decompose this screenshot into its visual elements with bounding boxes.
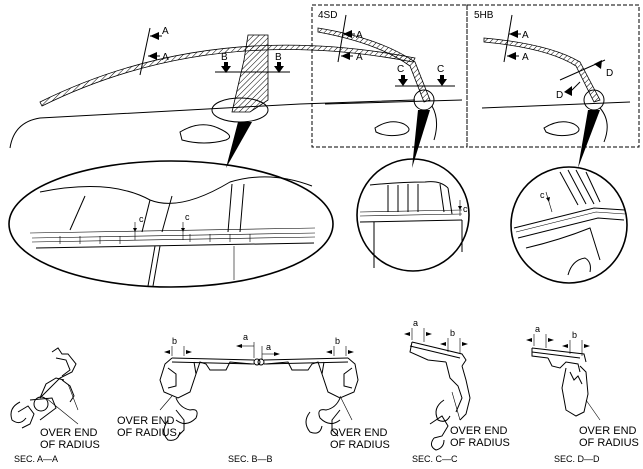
- over-end-b-left-line2: OF RADIUS: [117, 427, 177, 439]
- label-a-4sd-bottom: A: [356, 52, 363, 63]
- variant-4sd-box: 4SD A A C C: [311, 4, 468, 168]
- dim-c-4sd: c: [463, 204, 468, 214]
- dim-b-left: b: [172, 336, 177, 346]
- section-d-d-title: SEC. D—D: [554, 454, 600, 464]
- label-a-bottom: A: [162, 52, 169, 63]
- variant-5hb-label: 5HB: [474, 10, 494, 21]
- over-end-a-line2: OF RADIUS: [40, 439, 100, 451]
- over-end-c-line1: OVER END: [450, 425, 508, 437]
- door-handle: [179, 124, 231, 144]
- over-end-c-line2: OF RADIUS: [450, 437, 510, 449]
- section-a-a: OVER END OF RADIUS SEC. A—A: [10, 347, 100, 464]
- label-a-top: A: [162, 26, 169, 37]
- detail-enlarged-4sd: c: [356, 158, 470, 272]
- dim-c-5hb: c: [540, 190, 545, 200]
- dim-a-5hb: a: [535, 324, 540, 334]
- detail-enlarged-center: c c: [8, 160, 334, 288]
- over-end-b-right-line2: OF RADIUS: [330, 439, 390, 451]
- car-overview: B B A A: [9, 26, 416, 168]
- label-a-5hb-top: A: [522, 30, 529, 41]
- label-a-4sd-top: A: [356, 30, 363, 41]
- label-a-5hb-bottom: A: [522, 52, 529, 63]
- variant-5hb-box: 5HB A A D D: [466, 4, 640, 168]
- section-b-b: b b a a OVER END OF RADIUS OVER END OF R…: [117, 332, 390, 464]
- detail-enlarged-5hb: c: [510, 166, 628, 284]
- variant-4sd-label: 4SD: [318, 10, 337, 21]
- dim-a-right: a: [266, 342, 271, 352]
- over-end-a-line1: OVER END: [40, 427, 98, 439]
- over-end-b-left-line1: OVER END: [117, 415, 175, 427]
- center-pillar-weatherstrip: [231, 34, 269, 113]
- dim-a-left: a: [243, 332, 248, 342]
- label-d-left: D: [556, 90, 563, 101]
- over-end-d-line2: OF RADIUS: [579, 437, 639, 449]
- over-end-b-right-line1: OVER END: [330, 427, 388, 439]
- label-c-right: C: [437, 64, 444, 75]
- dim-b-5hb: b: [572, 330, 577, 340]
- dim-b-4sd: b: [450, 328, 455, 338]
- section-c-c-title: SEC. C—C: [412, 454, 458, 464]
- dim-c-right: c: [185, 212, 190, 222]
- label-b-left: B: [221, 52, 228, 63]
- section-a-a-title: SEC. A—A: [14, 454, 58, 464]
- dim-b-right: b: [335, 336, 340, 346]
- label-b-right: B: [275, 52, 282, 63]
- body-outline: [9, 99, 416, 149]
- label-d-right: D: [606, 68, 613, 79]
- section-d-d: a b OVER END OF RADIUS SEC. D—D: [526, 324, 639, 464]
- label-c-left: C: [397, 64, 404, 75]
- over-end-d-line1: OVER END: [579, 425, 637, 437]
- dim-c-left: c: [139, 214, 144, 224]
- section-c-c: a b OVER END OF RADIUS SEC. C—C: [404, 318, 510, 464]
- section-b-b-title: SEC. B—B: [228, 454, 273, 464]
- dim-a-4sd: a: [413, 318, 418, 328]
